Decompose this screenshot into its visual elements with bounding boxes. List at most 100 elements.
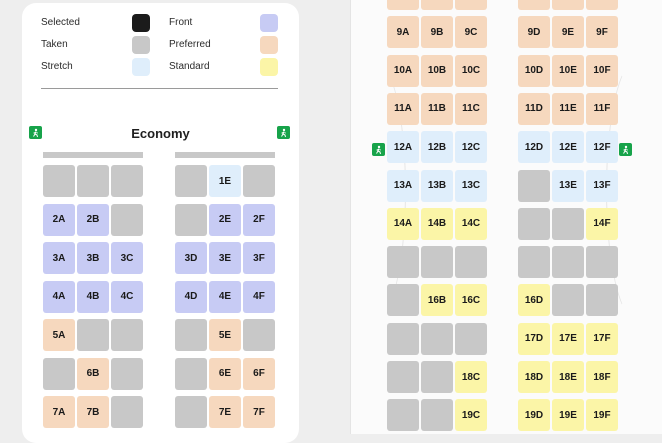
seat-16C[interactable]: 16C [455,284,487,317]
seat-16D[interactable]: 16D [518,284,550,317]
seat-11F[interactable]: 11F [586,92,618,125]
seat-17F[interactable]: 17F [586,322,618,355]
seat-5E[interactable]: 5E [209,319,241,351]
seat-2E[interactable]: 2E [209,203,241,236]
seat-4F[interactable]: 4F [243,280,275,313]
legend-label-front: Front [169,17,193,28]
seat-18F[interactable]: 18F [586,361,618,393]
seat-2F[interactable]: 2F [243,203,275,236]
seat-4E[interactable]: 4E [209,280,241,313]
seat-4D[interactable]: 4D [175,280,207,313]
seat-taken [77,165,109,197]
seat-6F[interactable]: 6F [243,357,275,390]
seat-18C[interactable]: 18C [455,361,487,393]
seat-12D[interactable]: 12D [518,131,550,164]
seat-11B[interactable]: 11B [421,92,453,125]
seat-taken [111,165,143,197]
seat-11D[interactable]: 11D [518,92,550,125]
seat-13A[interactable]: 13A [387,169,419,202]
seat-preferred[interactable] [421,0,453,10]
seat-10E[interactable]: 10E [552,54,584,87]
seat-4A[interactable]: 4A [43,280,75,313]
seat-14A[interactable]: 14A [387,207,419,240]
legend-swatch-front [260,14,278,32]
seat-10F[interactable]: 10F [586,54,618,87]
seat-7F[interactable]: 7F [243,396,275,428]
seat-19F[interactable]: 19F [586,399,618,432]
seat-3E[interactable]: 3E [209,242,241,274]
galley-bar-right [175,152,275,158]
seat-12B[interactable]: 12B [421,131,453,164]
seat-19D[interactable]: 19D [518,399,550,432]
seat-taken [387,284,419,317]
seat-11E[interactable]: 11E [552,92,584,125]
legend-label-selected: Selected [41,17,80,28]
seat-13E[interactable]: 13E [552,169,584,202]
seat-taken [387,322,419,355]
legend-label-stretch: Stretch [41,61,73,72]
seat-preferred[interactable] [586,0,618,10]
seat-6B[interactable]: 6B [77,357,109,390]
seat-18E[interactable]: 18E [552,361,584,393]
seat-12F[interactable]: 12F [586,131,618,164]
seat-9D[interactable]: 9D [518,16,550,49]
seat-14C[interactable]: 14C [455,207,487,240]
seat-taken [518,169,550,202]
seat-14B[interactable]: 14B [421,207,453,240]
seat-7A[interactable]: 7A [43,396,75,428]
seat-9E[interactable]: 9E [552,16,584,49]
seat-3F[interactable]: 3F [243,242,275,274]
seat-12E[interactable]: 12E [552,131,584,164]
seat-taken [586,246,618,279]
seat-10D[interactable]: 10D [518,54,550,87]
seat-taken [43,357,75,390]
emergency-exit-icon [372,143,385,156]
legend-swatch-stretch [132,58,150,76]
seat-10B[interactable]: 10B [421,54,453,87]
seat-13F[interactable]: 13F [586,169,618,202]
seat-2B[interactable]: 2B [77,203,109,236]
seat-9F[interactable]: 9F [586,16,618,49]
seat-7E[interactable]: 7E [209,396,241,428]
seat-taken [111,357,143,390]
seat-9A[interactable]: 9A [387,16,419,49]
seat-preferred[interactable] [387,0,419,10]
seat-12A[interactable]: 12A [387,131,419,164]
seat-4B[interactable]: 4B [77,280,109,313]
seat-11C[interactable]: 11C [455,92,487,125]
seat-12C[interactable]: 12C [455,131,487,164]
seat-19E[interactable]: 19E [552,399,584,432]
seat-17E[interactable]: 17E [552,322,584,355]
seat-6E[interactable]: 6E [209,357,241,390]
seat-taken [175,357,207,390]
seat-10C[interactable]: 10C [455,54,487,87]
seat-7B[interactable]: 7B [77,396,109,428]
seat-9C[interactable]: 9C [455,16,487,49]
seat-preferred[interactable] [518,0,550,10]
seat-3D[interactable]: 3D [175,242,207,274]
seat-5A[interactable]: 5A [43,319,75,351]
seat-19C[interactable]: 19C [455,399,487,432]
seat-2A[interactable]: 2A [43,203,75,236]
seat-taken [43,165,75,197]
seat-3B[interactable]: 3B [77,242,109,274]
seat-4C[interactable]: 4C [111,280,143,313]
seat-13C[interactable]: 13C [455,169,487,202]
seat-preferred[interactable] [455,0,487,10]
legend-label-preferred: Preferred [169,39,211,50]
seat-3A[interactable]: 3A [43,242,75,274]
seat-taken [387,361,419,393]
seat-taken [243,165,275,197]
seat-16B[interactable]: 16B [421,284,453,317]
seat-14F[interactable]: 14F [586,207,618,240]
seat-17D[interactable]: 17D [518,322,550,355]
seat-9B[interactable]: 9B [421,16,453,49]
seat-preferred[interactable] [552,0,584,10]
seat-10A[interactable]: 10A [387,54,419,87]
seat-3C[interactable]: 3C [111,242,143,274]
seat-18D[interactable]: 18D [518,361,550,393]
seat-11A[interactable]: 11A [387,92,419,125]
seat-1E[interactable]: 1E [209,165,241,197]
seat-13B[interactable]: 13B [421,169,453,202]
galley-bar-left [43,152,143,158]
